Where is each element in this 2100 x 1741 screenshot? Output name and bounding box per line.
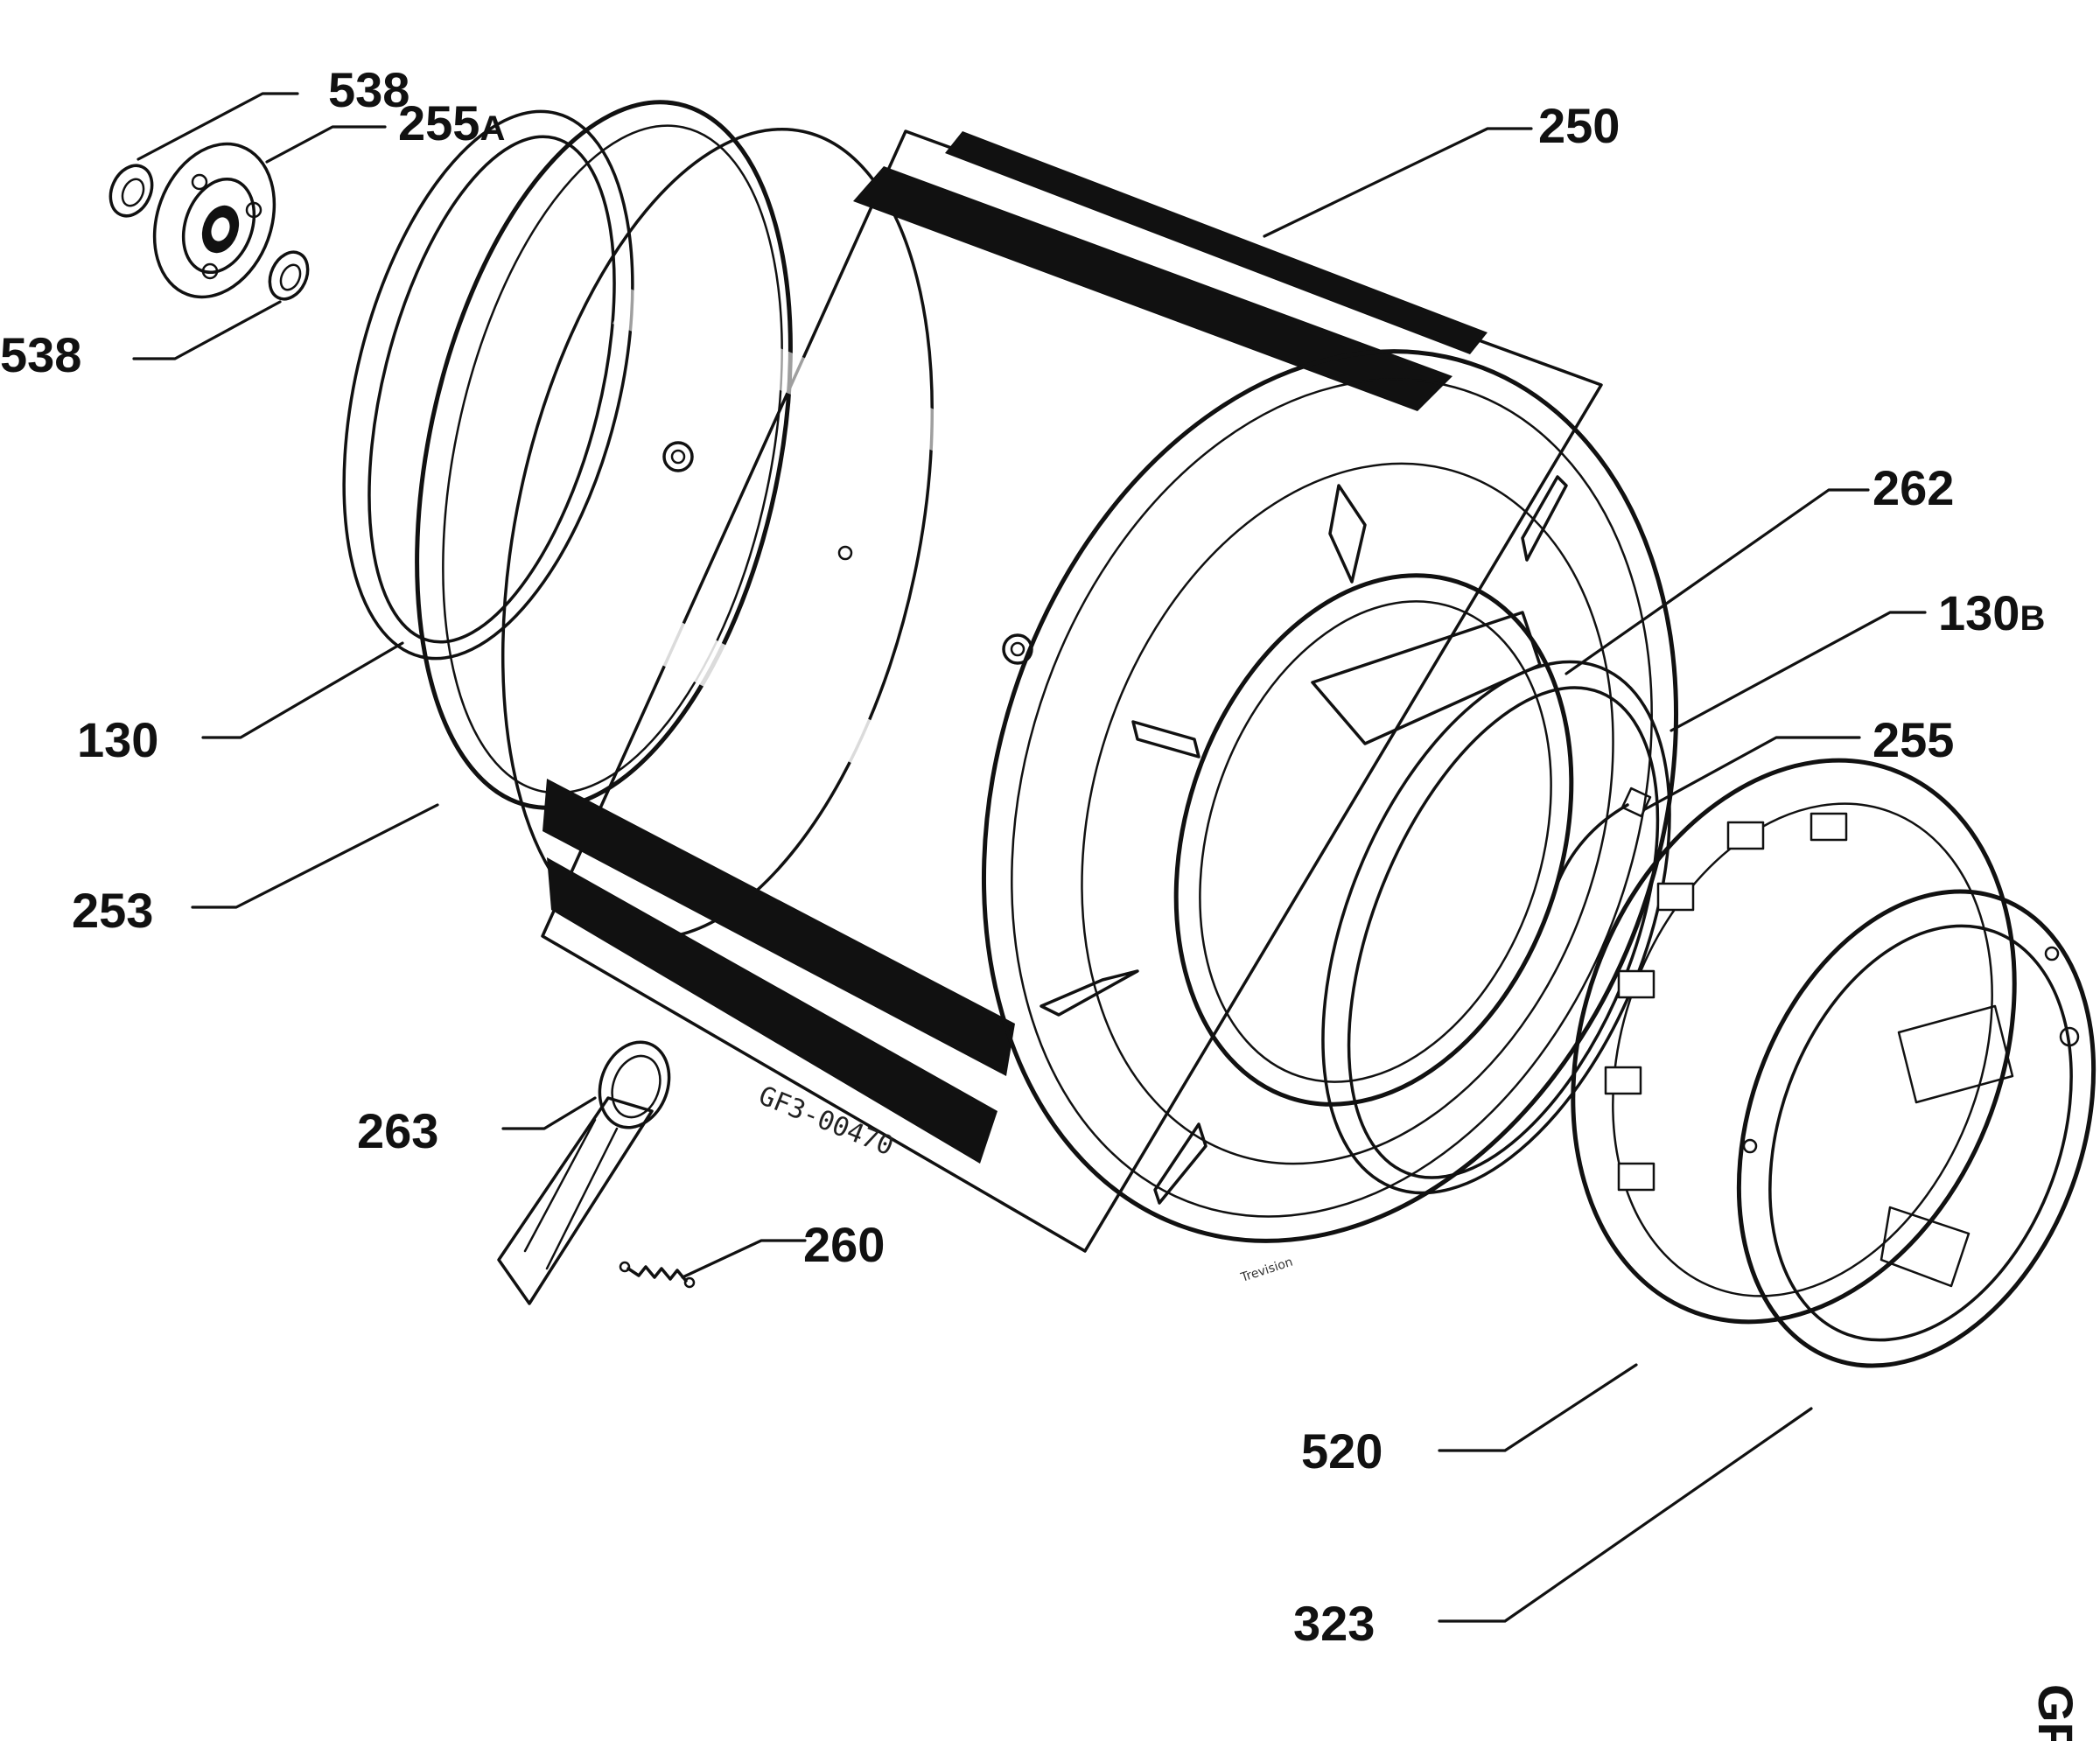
leader-lines [132, 92, 1927, 1623]
callout-538-bottom: 538 [0, 327, 81, 382]
callout-520: 520 [1301, 1423, 1382, 1479]
callout-130b: 130B [1938, 585, 2045, 640]
drum-stripe-top-2 [945, 131, 1488, 354]
callout-253: 253 [72, 883, 153, 938]
callout-323: 323 [1293, 1596, 1375, 1651]
callout-262: 262 [1872, 460, 1954, 515]
drum-body [342, 100, 1679, 1253]
corner-code: GF [2028, 1684, 2083, 1741]
callout-labels: 538 255A 538 250 262 130B 255 130 253 26… [0, 62, 2045, 1651]
bearing-hub-255a [152, 142, 276, 299]
callout-255: 255 [1872, 712, 1954, 767]
callout-538-top: 538 [328, 62, 410, 117]
rear-gasket-130 [342, 109, 634, 661]
drum-stripe-bottom-2 [547, 857, 998, 1164]
lug [1131, 720, 1200, 759]
drum-shell [541, 129, 1603, 1253]
lug [1040, 969, 1139, 1017]
door-ring-520 [1571, 758, 2017, 1325]
drum-stripe-bottom [542, 779, 1015, 1076]
artist-mark: Trevision [1238, 1255, 1294, 1285]
clip-255 [1547, 787, 1652, 912]
seal-538-top [108, 164, 154, 218]
callout-130: 130 [77, 712, 158, 767]
callout-263: 263 [357, 1103, 438, 1158]
front-ring-323 [1736, 889, 2096, 1368]
lug [1521, 475, 1568, 562]
lug [1328, 484, 1367, 584]
front-gasket-130b [1321, 660, 1671, 1195]
drum-stripe-top [853, 166, 1452, 411]
lug [1153, 1122, 1208, 1205]
callout-255a: 255A [398, 95, 505, 150]
rear-flange-253 [415, 100, 793, 810]
callout-250: 250 [1538, 98, 1620, 153]
spring-260 [619, 1261, 696, 1289]
drum-rivets [662, 441, 1033, 665]
lifter-bracket-263 [497, 1040, 671, 1305]
seal-538-bottom [268, 250, 310, 301]
callout-260: 260 [803, 1217, 885, 1272]
